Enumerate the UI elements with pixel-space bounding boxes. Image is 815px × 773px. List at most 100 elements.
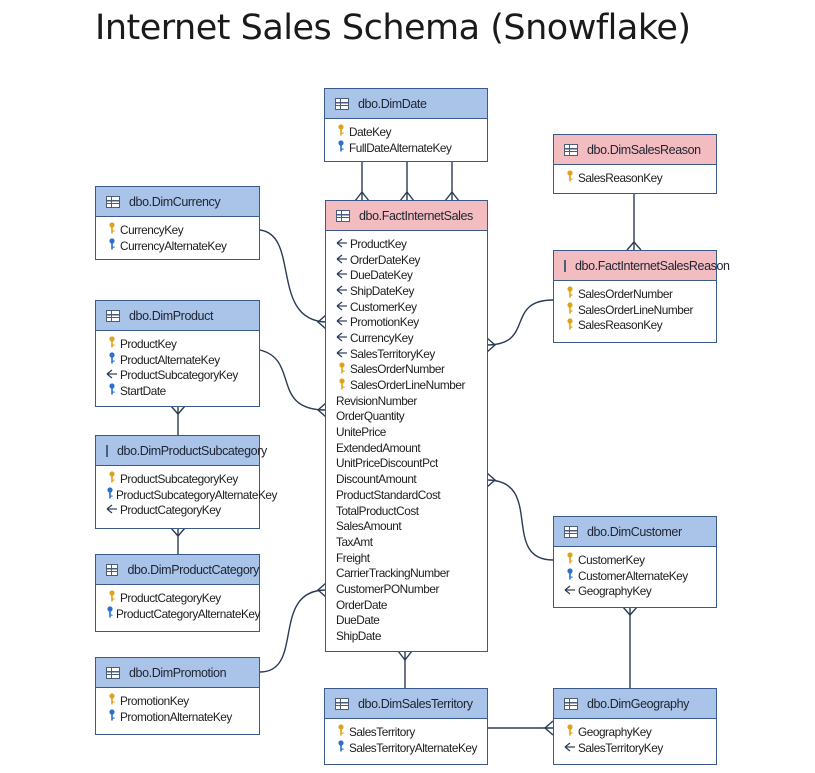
foreign-key-icon <box>336 301 348 313</box>
column-label: Freight <box>336 550 370 565</box>
entity-header[interactable]: dbo.DimProductCategory <box>96 555 259 585</box>
column-row[interactable]: SalesReasonKey <box>564 170 716 186</box>
column-row[interactable]: DateKey <box>335 124 487 140</box>
column-row[interactable]: ProductSubcategoryKey <box>106 367 259 383</box>
entity-name: dbo.DimProduct <box>129 308 214 323</box>
column-label: CarrierTrackingNumber <box>336 566 450 581</box>
column-row[interactable]: RevisionNumber <box>336 393 487 409</box>
entity-header[interactable]: dbo.FactInternetSalesReason <box>554 251 730 281</box>
rel-promotion <box>259 589 327 673</box>
column-row[interactable]: TotalProductCost <box>336 503 487 519</box>
column-row[interactable]: SalesTerritoryKey <box>336 346 487 362</box>
column-row[interactable]: ProductKey <box>106 336 259 352</box>
column-row[interactable]: UnitPriceDiscountPct <box>336 456 487 472</box>
column-row[interactable]: PromotionAlternateKey <box>106 709 259 725</box>
foreign-key-icon <box>106 504 118 516</box>
column-row[interactable]: ProductCategoryKey <box>106 502 259 518</box>
rel-product <box>259 349 327 411</box>
column-row[interactable]: CustomerAlternateKey <box>564 568 716 584</box>
column-row[interactable]: ProductCategoryKey <box>106 590 259 606</box>
column-row[interactable]: CurrencyAlternateKey <box>106 238 259 254</box>
column-row[interactable]: CustomerPONumber <box>336 581 487 597</box>
entity-header[interactable]: dbo.DimProduct <box>96 301 259 331</box>
entity-header[interactable]: dbo.DimCustomer <box>554 517 716 547</box>
column-label: CurrencyKey <box>350 330 414 345</box>
column-row[interactable]: DueDate <box>336 613 487 629</box>
column-row[interactable]: StartDate <box>106 383 259 399</box>
entity-header[interactable]: dbo.DimDate <box>325 89 487 119</box>
column-row[interactable]: SalesAmount <box>336 518 487 534</box>
entity-header[interactable]: dbo.DimPromotion <box>96 658 259 688</box>
column-label: SalesOrderLineNumber <box>578 302 693 317</box>
column-row[interactable]: UnitePrice <box>336 424 487 440</box>
column-row[interactable]: OrderDateKey <box>336 252 487 268</box>
column-label: SalesTerritory <box>349 724 415 739</box>
column-row[interactable]: DueDateKey <box>336 267 487 283</box>
column-row[interactable]: ProductStandardCost <box>336 487 487 503</box>
entity-header[interactable]: dbo.DimProductSubcategory <box>96 436 267 466</box>
column-row[interactable]: PromotionKey <box>336 314 487 330</box>
column-row[interactable]: SalesOrderLineNumber <box>336 377 487 393</box>
entity-header[interactable]: dbo.DimSalesTerritory <box>325 689 487 719</box>
column-row[interactable]: ExtendedAmount <box>336 440 487 456</box>
column-row[interactable]: CarrierTrackingNumber <box>336 565 487 581</box>
entity-header[interactable]: dbo.DimGeography <box>554 689 716 719</box>
foreign-key-icon <box>336 254 348 266</box>
column-row[interactable]: SalesOrderNumber <box>564 286 716 302</box>
column-row[interactable]: SalesTerritoryKey <box>564 740 716 756</box>
primary-key-icon <box>564 286 576 301</box>
column-row[interactable]: CustomerKey <box>336 299 487 315</box>
column-row[interactable]: ProductSubcategoryKey <box>106 471 259 487</box>
entity-header[interactable]: dbo.DimSalesReason <box>554 135 716 165</box>
column-row[interactable]: SalesReasonKey <box>564 317 716 333</box>
column-row[interactable]: ShipDateKey <box>336 283 487 299</box>
column-row[interactable]: TaxAmt <box>336 534 487 550</box>
primary-key-icon <box>336 362 348 377</box>
column-row[interactable]: ProductCategoryAlternateKey <box>106 606 260 622</box>
column-row[interactable]: SalesTerritoryAlternateKey <box>335 740 487 756</box>
column-label: CurrencyAlternateKey <box>120 238 227 253</box>
column-label: ProductSubcategoryAlternateKey <box>116 487 277 502</box>
column-row[interactable]: SalesOrderLineNumber <box>564 302 716 318</box>
column-row[interactable]: DiscountAmount <box>336 471 487 487</box>
column-row[interactable]: SalesTerritory <box>335 724 487 740</box>
column-row[interactable]: ProductKey <box>336 236 487 252</box>
column-label: UnitePrice <box>336 425 386 440</box>
foreign-key-icon <box>336 316 348 328</box>
column-row[interactable]: GeographyKey <box>564 724 716 740</box>
column-row[interactable]: ShipDate <box>336 628 487 644</box>
column-row[interactable]: CurrencyKey <box>106 222 259 238</box>
page-title: Internet Sales Schema (Snowflake) <box>95 8 691 48</box>
column-row[interactable]: OrderQuantity <box>336 409 487 425</box>
column-row[interactable]: OrderDate <box>336 597 487 613</box>
column-label: ProductCategoryKey <box>120 503 221 518</box>
column-row[interactable]: CustomerKey <box>564 552 716 568</box>
column-label: PromotionAlternateKey <box>120 709 232 724</box>
column-row[interactable]: Freight <box>336 550 487 566</box>
column-row[interactable]: FullDateAlternateKey <box>335 140 487 156</box>
entity-header[interactable]: dbo.DimCurrency <box>96 187 259 217</box>
column-label: SalesReasonKey <box>578 170 663 185</box>
column-row[interactable]: ProductAlternateKey <box>106 352 259 368</box>
column-row[interactable]: PromotionKey <box>106 693 259 709</box>
primary-key-icon <box>106 693 118 708</box>
entity-header[interactable]: dbo.FactInternetSales <box>326 201 487 231</box>
column-row[interactable]: ProductSubcategoryAlternateKey <box>106 487 277 503</box>
column-row[interactable]: GeographyKey <box>564 583 716 599</box>
column-row[interactable]: CurrencyKey <box>336 330 487 346</box>
column-row[interactable]: SalesOrderNumber <box>336 362 487 378</box>
